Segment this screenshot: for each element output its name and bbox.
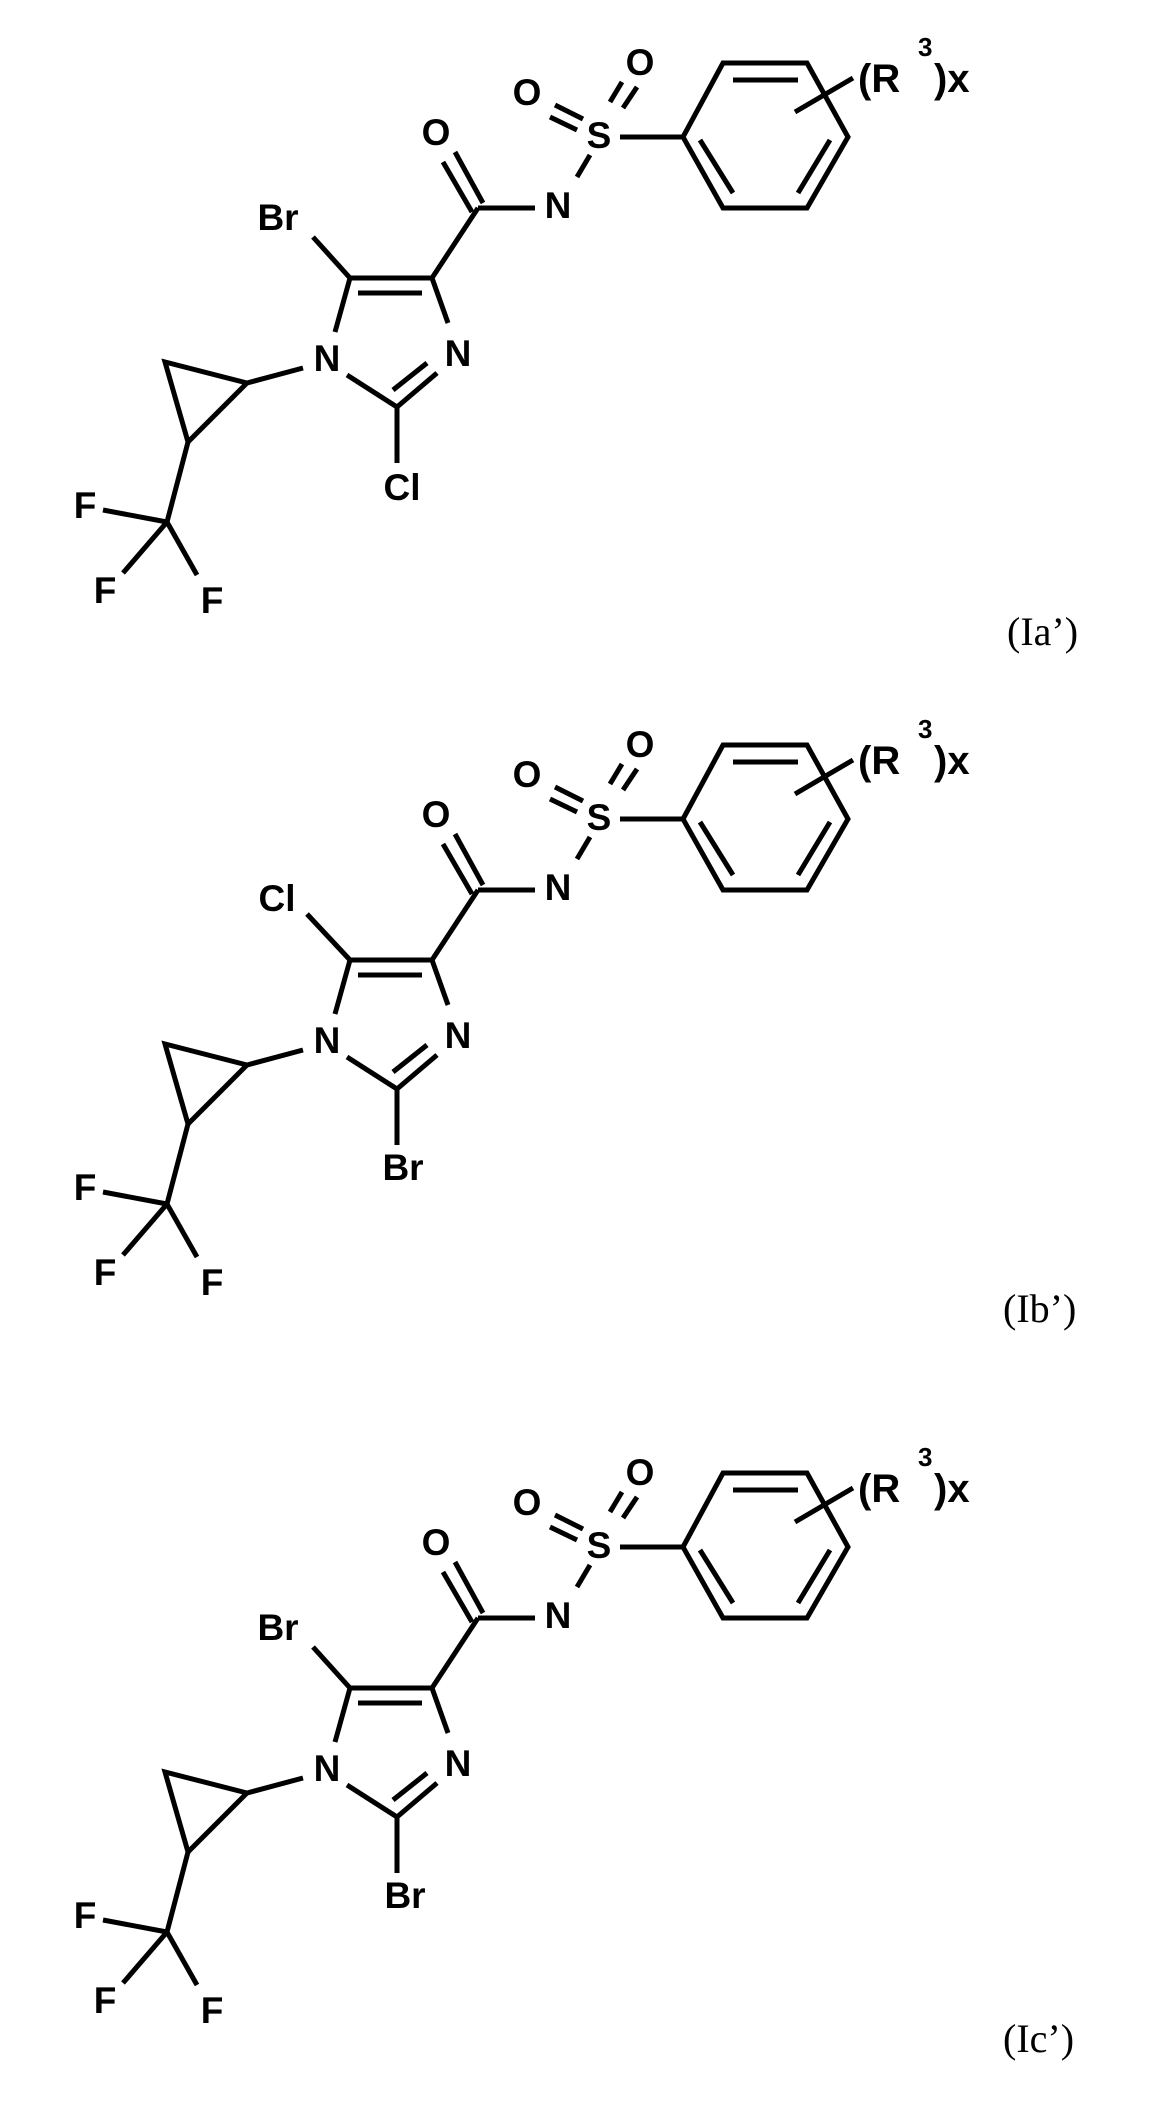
atom-label-sulfonyl-oxygen-1: O <box>513 72 542 113</box>
structure-ib: Cl Br O N S O O N N F F F (R 3 )x (Ib’) <box>74 714 1077 1331</box>
svg-text:3: 3 <box>918 714 932 744</box>
atom-label-fluorine-3: F <box>201 1990 224 2031</box>
atom-label-sulfonyl-oxygen-1: O <box>513 754 542 795</box>
atom-label-sulfur: S <box>587 797 612 838</box>
atom-label-halogen-5: Cl <box>259 878 296 919</box>
atom-label-halogen-5: Br <box>257 197 298 238</box>
svg-text:3: 3 <box>918 32 932 62</box>
atom-label-ring-n1: N <box>314 1020 341 1061</box>
atom-label-fluorine-1: F <box>74 1167 97 1208</box>
substituent-r3-label: (R 3 )x <box>858 1442 970 1511</box>
structure-ia: Br Cl O N S O O N N F F F (R 3 )x (Ia’) <box>74 32 1078 654</box>
atom-label-carbonyl-oxygen: O <box>422 794 451 835</box>
atom-label-sulfonyl-oxygen-1: O <box>513 1482 542 1523</box>
atom-label-sulfonyl-oxygen-2: O <box>626 42 655 83</box>
atom-label-fluorine-1: F <box>74 485 97 526</box>
structure-ic: Br Br O N S O O N N F F F (R 3 )x (Ic’) <box>74 1442 1074 2061</box>
atom-label-amide-nitrogen: N <box>545 185 572 226</box>
structure-caption: (Ia’) <box>1007 609 1078 654</box>
atom-label-sulfonyl-oxygen-2: O <box>626 1452 655 1493</box>
atom-label-fluorine-2: F <box>94 1252 117 1293</box>
atom-label-carbonyl-oxygen: O <box>422 1522 451 1563</box>
svg-text:)x: )x <box>934 739 970 783</box>
atom-label-fluorine-2: F <box>94 570 117 611</box>
atom-label-amide-nitrogen: N <box>545 867 572 908</box>
svg-text:(R: (R <box>858 57 900 101</box>
atom-label-ring-n1: N <box>314 338 341 379</box>
structure-caption: (Ic’) <box>1003 2016 1074 2061</box>
atom-label-ring-n3: N <box>445 1015 472 1056</box>
bonds <box>102 60 855 577</box>
atom-label-halogen-2: Br <box>384 1875 425 1916</box>
atom-label-amide-nitrogen: N <box>545 1595 572 1636</box>
substituent-r3-label: (R 3 )x <box>858 714 970 783</box>
svg-text:(R: (R <box>858 739 900 783</box>
svg-text:3: 3 <box>918 1442 932 1472</box>
svg-text:(R: (R <box>858 1467 900 1511</box>
bonds <box>102 1470 855 1987</box>
atom-label-fluorine-3: F <box>201 1262 224 1303</box>
atom-label-ring-n1: N <box>314 1748 341 1789</box>
atom-label-ring-n3: N <box>445 1743 472 1784</box>
atom-label-halogen-5: Br <box>257 1607 298 1648</box>
atom-label-carbonyl-oxygen: O <box>422 112 451 153</box>
structure-caption: (Ib’) <box>1003 1286 1076 1331</box>
atom-label-fluorine-2: F <box>94 1980 117 2021</box>
atom-label-fluorine-3: F <box>201 580 224 621</box>
atom-label-sulfur: S <box>587 1525 612 1566</box>
svg-text:)x: )x <box>934 57 970 101</box>
atom-label-halogen-2: Cl <box>384 467 421 508</box>
atom-label-sulfonyl-oxygen-2: O <box>626 724 655 765</box>
bonds <box>102 742 855 1259</box>
atom-label-halogen-2: Br <box>382 1147 423 1188</box>
atom-label-sulfur: S <box>587 115 612 156</box>
atom-label-fluorine-1: F <box>74 1895 97 1936</box>
svg-text:)x: )x <box>934 1467 970 1511</box>
atom-label-ring-n3: N <box>445 333 472 374</box>
substituent-r3-label: (R 3 )x <box>858 32 970 101</box>
